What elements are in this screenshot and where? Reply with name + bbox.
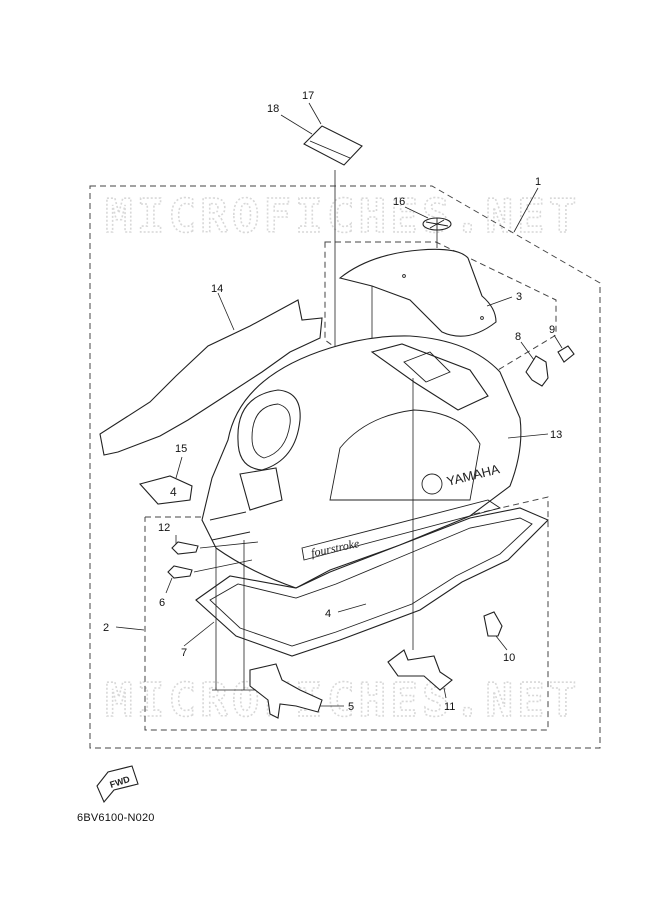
callout-10: 10 [503, 652, 515, 664]
clip-10 [483, 611, 503, 637]
decal-pad-17-18 [303, 125, 363, 166]
callout-18: 18 [267, 103, 279, 115]
gasket-14 [99, 299, 323, 456]
group-box-1 [89, 185, 601, 749]
callout-6: 6 [159, 597, 165, 609]
bracket-11 [387, 649, 453, 691]
screw-6 [167, 565, 193, 579]
bolt-9 [557, 345, 575, 363]
watermark-bottom: MICROFICHES.NET [105, 673, 580, 727]
callout-7: 7 [181, 647, 187, 659]
callout-9: 9 [549, 324, 555, 336]
bracket-5 [249, 663, 323, 719]
callout-4: 4 [325, 608, 331, 620]
callout-12: 12 [158, 522, 170, 534]
callout-8: 8 [515, 331, 521, 343]
emblem-16 [422, 217, 452, 231]
watermark-top: MICROFICHES.NET [105, 189, 580, 243]
decal-15: 4 [138, 475, 193, 505]
bracket-8 [525, 355, 549, 387]
decal-number: 4 [170, 485, 177, 499]
callout-3: 3 [516, 291, 522, 303]
callout-15: 15 [175, 443, 187, 455]
callout-17: 17 [302, 90, 314, 102]
top-cowling: YAMAHA fourstroke [201, 335, 522, 589]
callout-16: 16 [393, 196, 405, 208]
screw-12 [171, 541, 199, 555]
seal-7 [195, 507, 549, 657]
callout-1: 1 [535, 176, 541, 188]
callout-11: 11 [444, 701, 455, 713]
fwd-arrow-icon: FWD [96, 765, 139, 804]
top-lid-3 [338, 248, 497, 337]
callout-2: 2 [103, 622, 109, 634]
callout-14: 14 [211, 283, 223, 295]
drawing-code: 6BV6100-N020 [77, 812, 155, 824]
callout-5: 5 [348, 701, 354, 713]
callout-13: 13 [550, 429, 562, 441]
